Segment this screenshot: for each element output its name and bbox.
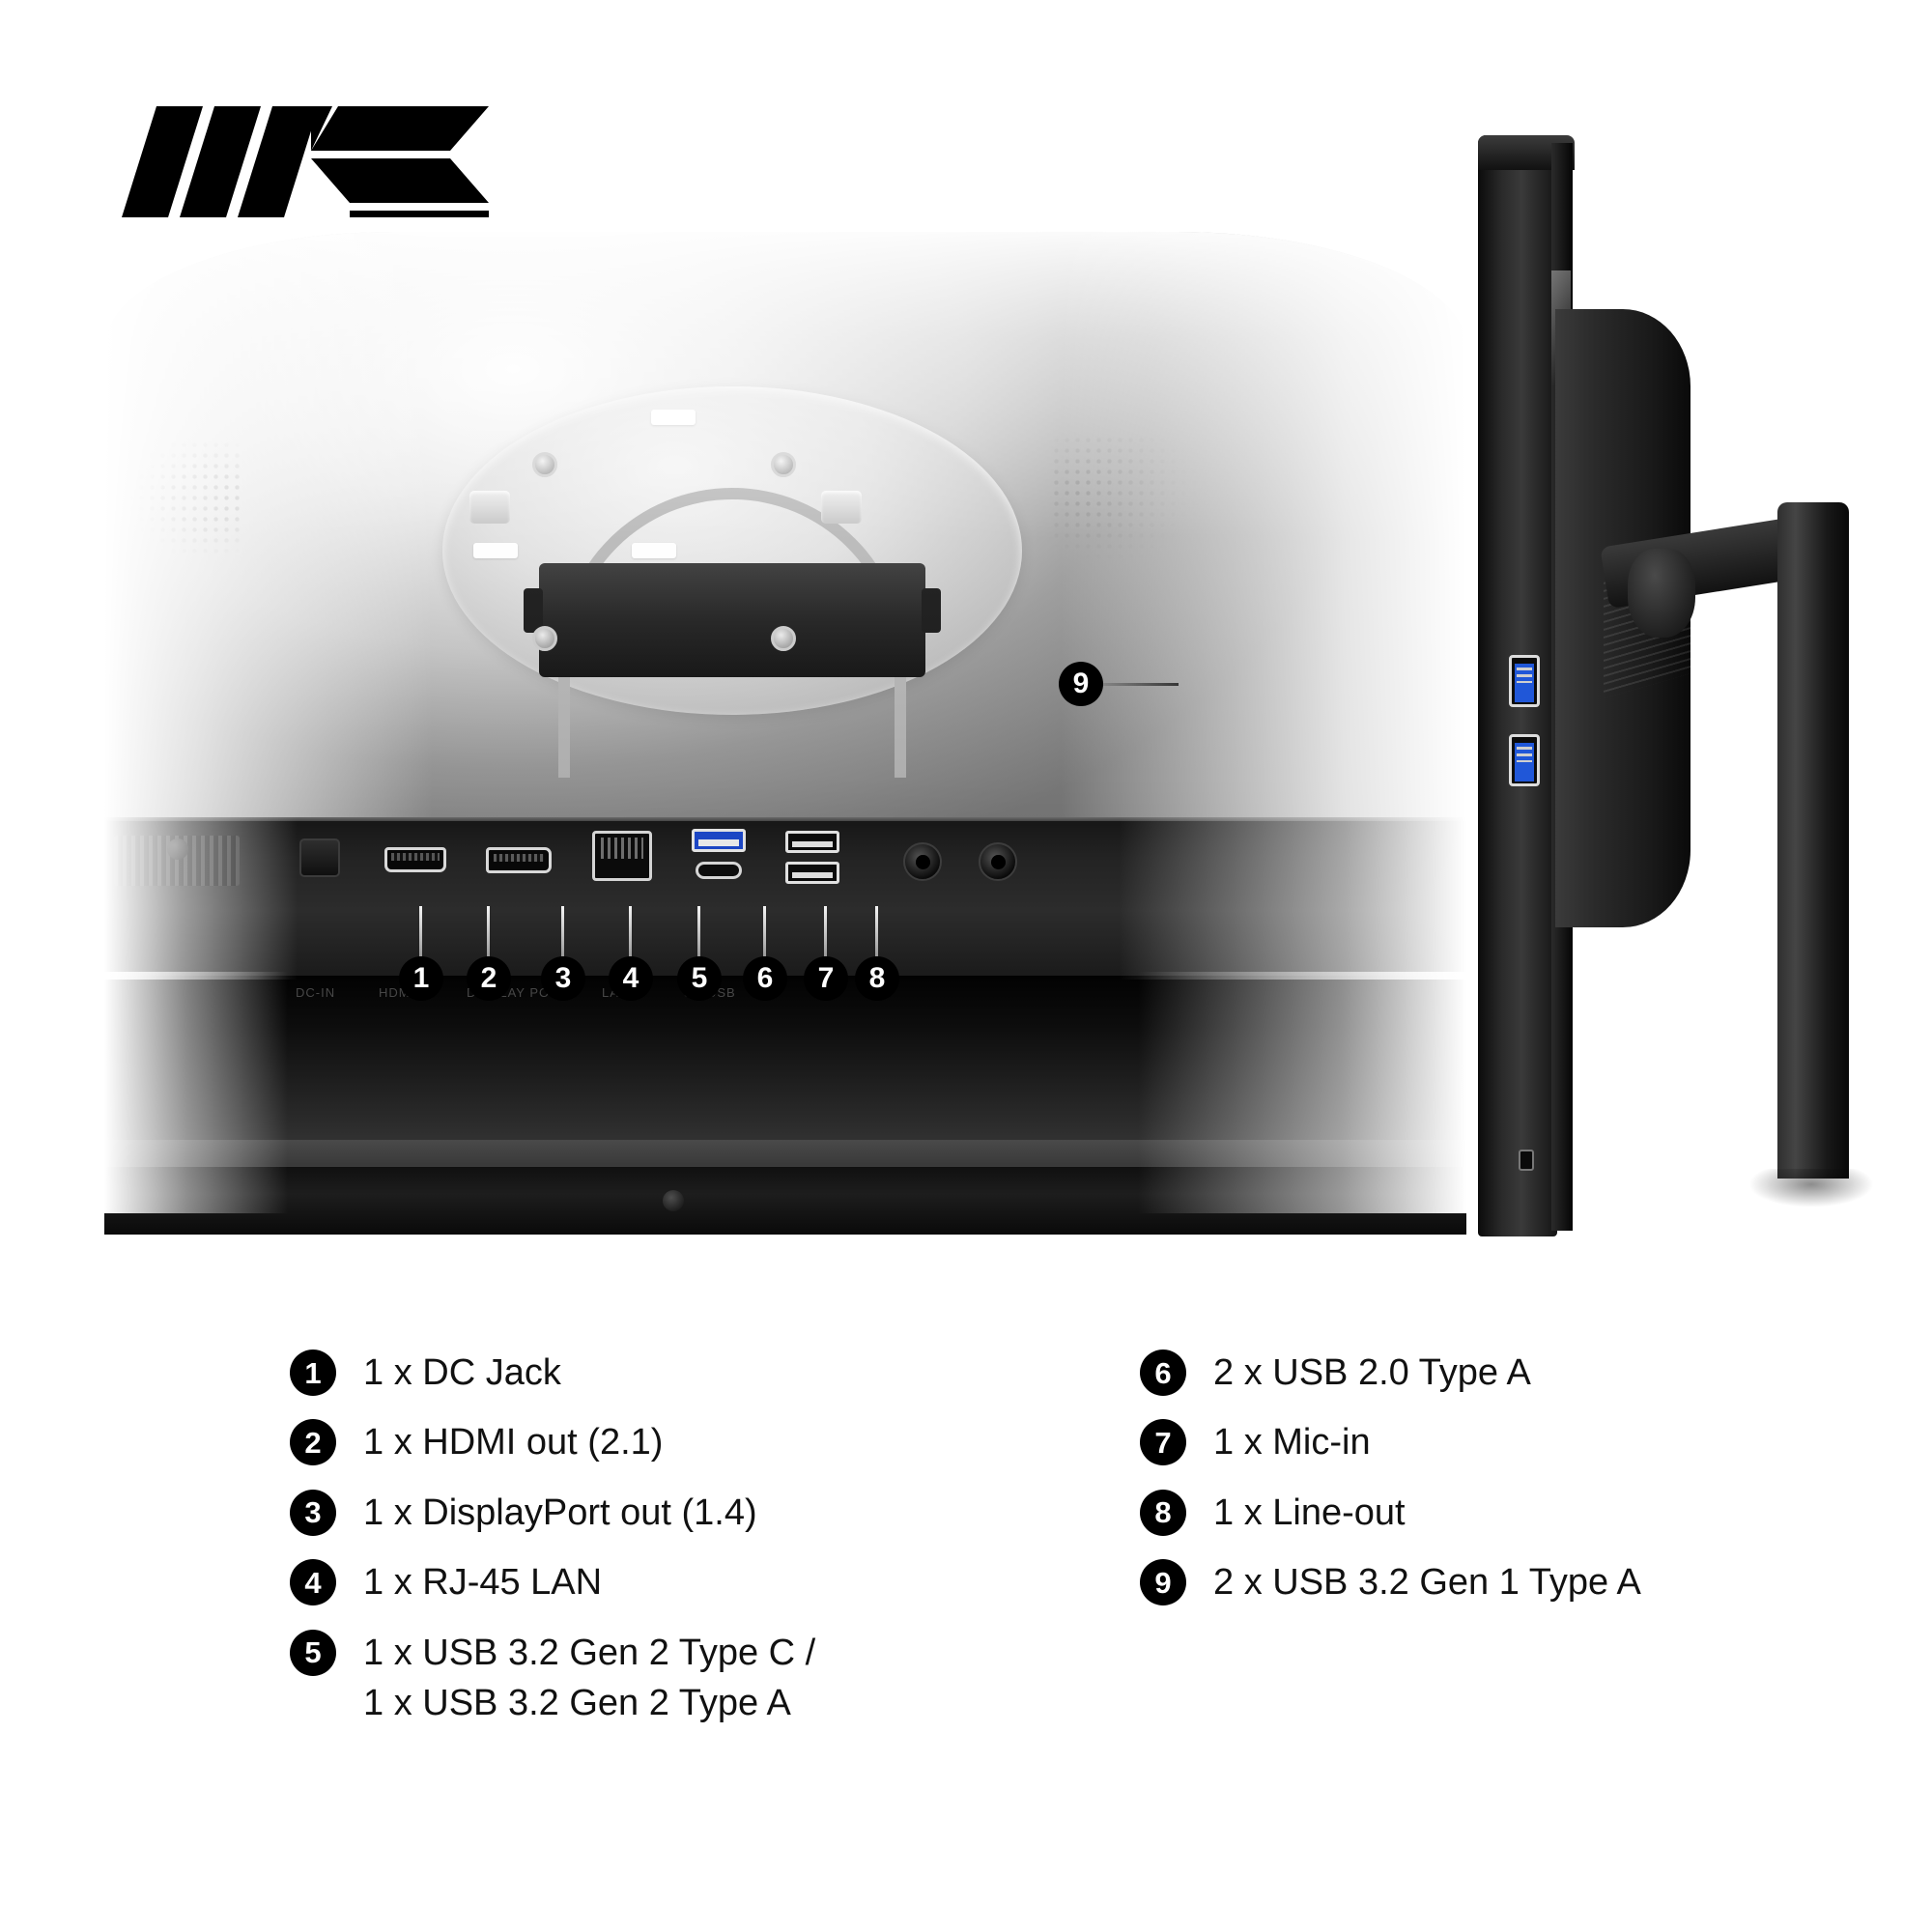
callout-badge-5: 5 xyxy=(677,956,722,1001)
legend-badge-5: 5 xyxy=(290,1629,336,1676)
legend-label: 2 x USB 3.2 Gen 1 Type A xyxy=(1213,1562,1641,1604)
callout-leader-line xyxy=(1103,683,1179,686)
legend-label: 2 x USB 2.0 Type A xyxy=(1213,1352,1531,1393)
vesa-notch-top xyxy=(651,410,696,425)
legend-label: 1 x Mic-in xyxy=(1213,1422,1371,1463)
legend-item: 5 1 x USB 3.2 Gen 2 Type C / 1 x USB 3.2 … xyxy=(290,1628,966,1729)
vesa-screw-lower-right xyxy=(771,626,796,651)
legend-item: 2 1 x HDMI out (2.1) xyxy=(290,1417,966,1467)
speaker-grille-left xyxy=(104,440,240,555)
usb-tongue xyxy=(1515,664,1534,702)
usb-3-2-gen2-type-c-port xyxy=(696,862,742,879)
callout-leader-line xyxy=(875,906,878,956)
callout-leader-line xyxy=(419,906,422,956)
callout-leader-line xyxy=(824,906,827,956)
usb-tongue xyxy=(1515,743,1534,781)
legend-item: 6 2 x USB 2.0 Type A xyxy=(1140,1348,1816,1398)
port-silkscreen-label: DC-IN xyxy=(296,985,336,1000)
vesa-screw-right xyxy=(771,452,796,477)
legend-item: 3 1 x DisplayPort out (1.4) xyxy=(290,1488,966,1538)
stand-hinge xyxy=(1628,549,1695,638)
legend-item: 8 1 x Line-out xyxy=(1140,1488,1816,1538)
rj45-lan-port xyxy=(592,831,652,881)
legend-column-right: 6 2 x USB 2.0 Type A 7 1 x Mic-in 8 1 x Line-… xyxy=(1140,1348,1816,1628)
vesa-tab-left xyxy=(469,491,510,524)
mic-in-jack xyxy=(903,842,942,881)
callout-leader-line xyxy=(487,906,490,956)
vesa-screw-left xyxy=(532,452,557,477)
legend-badge-1: 1 xyxy=(290,1350,336,1396)
vesa-tab-right xyxy=(821,491,862,524)
legend-badge-2: 2 xyxy=(290,1419,336,1466)
displayport-port xyxy=(486,847,552,873)
base-screw xyxy=(663,1190,684,1211)
callout-badge-9: 9 xyxy=(1059,662,1103,706)
line-out-jack xyxy=(979,842,1017,881)
legend-badge-4: 4 xyxy=(290,1559,336,1606)
msi-logo xyxy=(122,106,489,217)
legend-badge-8: 8 xyxy=(1140,1489,1186,1536)
legend-item: 9 2 x USB 3.2 Gen 1 Type A xyxy=(1140,1557,1816,1607)
legend-label: 1 x RJ-45 LAN xyxy=(363,1562,603,1604)
legend-badge-3: 3 xyxy=(290,1489,336,1536)
vesa-notch-right xyxy=(632,543,676,558)
side-usb-3-2-gen1-port-bottom xyxy=(1509,734,1540,786)
callout-leader-line xyxy=(561,906,564,956)
usb-3-2-gen2-type-a-port xyxy=(692,829,746,852)
dc-jack-port xyxy=(299,838,340,877)
legend-label: 1 x HDMI out (2.1) xyxy=(363,1422,664,1463)
legend-label: 1 x DisplayPort out (1.4) xyxy=(363,1492,757,1533)
legend-label: 1 x DC Jack xyxy=(363,1352,561,1393)
base-bar xyxy=(104,1167,1466,1235)
side-view-image xyxy=(1459,116,1874,1275)
legend-column-left: 1 1 x DC Jack 2 1 x HDMI out (2.1) 3 1 x Disp… xyxy=(290,1348,966,1748)
vesa-notch-left xyxy=(473,543,518,558)
callout-leader-line xyxy=(763,906,766,956)
callout-badge-8: 8 xyxy=(855,956,899,1001)
io-legend: 1 1 x DC Jack 2 1 x HDMI out (2.1) 3 1 x Disp… xyxy=(0,1348,1932,1927)
callout-leader-line xyxy=(629,906,632,956)
callout-leader-line xyxy=(697,906,700,956)
io-strip-edge xyxy=(104,817,1466,824)
callout-badge-6: 6 xyxy=(743,956,787,1001)
legend-badge-9: 9 xyxy=(1140,1559,1186,1606)
callout-badge-3: 3 xyxy=(541,956,585,1001)
io-screw xyxy=(167,838,188,860)
callout-badge-4: 4 xyxy=(609,956,653,1001)
callout-badge-7: 7 xyxy=(804,956,848,1001)
usb-2-0-type-a-port-top xyxy=(785,831,839,853)
vesa-screw-lower-left xyxy=(532,626,557,651)
speaker-grille-right xyxy=(1051,435,1215,560)
legend-item: 7 1 x Mic-in xyxy=(1140,1417,1816,1467)
legend-item: 4 1 x RJ-45 LAN xyxy=(290,1557,966,1607)
legend-badge-7: 7 xyxy=(1140,1419,1186,1466)
callout-badge-1: 1 xyxy=(399,956,443,1001)
legend-item: 1 1 x DC Jack xyxy=(290,1348,966,1398)
stand-shadow xyxy=(1748,1169,1874,1208)
usb-2-0-type-a-port-bottom xyxy=(785,862,839,884)
callout-badge-2: 2 xyxy=(467,956,511,1001)
legend-label: 1 x USB 3.2 Gen 2 Type C / 1 x USB 3.2 G… xyxy=(363,1632,816,1724)
side-kensington-slot xyxy=(1519,1150,1534,1171)
vesa-plate xyxy=(524,563,941,677)
legend-badge-6: 6 xyxy=(1140,1350,1186,1396)
legend-label: 1 x Line-out xyxy=(1213,1492,1406,1533)
side-usb-3-2-gen1-port-top xyxy=(1509,655,1540,707)
hdmi-port xyxy=(384,847,446,872)
stand-post xyxy=(1777,502,1849,1179)
